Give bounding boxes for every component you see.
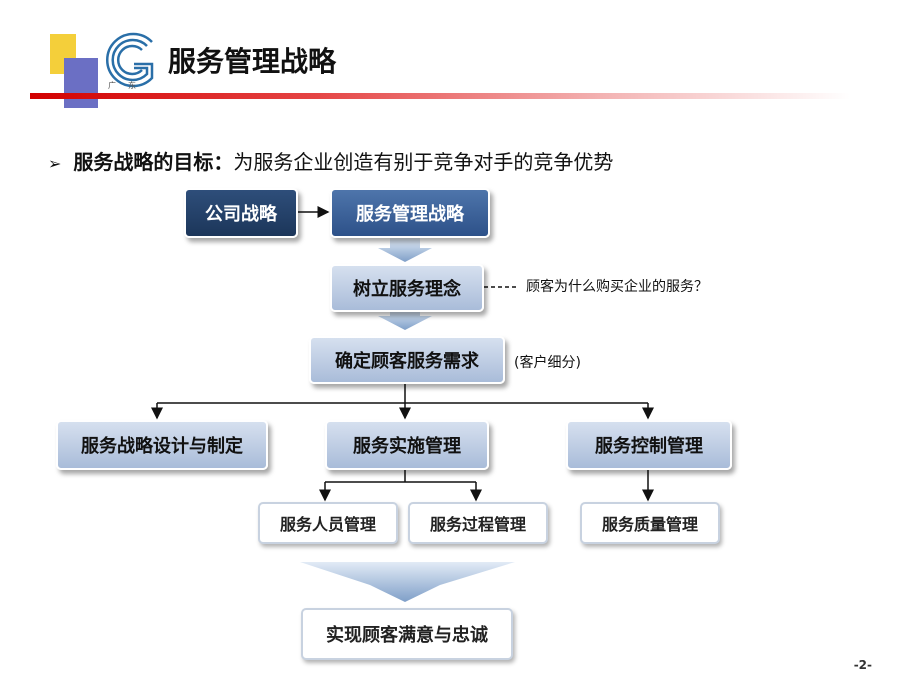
establish-concept-box: 树立服务理念	[330, 264, 484, 312]
concept-note: 顾客为什么购买企业的服务？	[526, 279, 708, 295]
bullet-text: 为服务企业创造有别于竞争对手的竞争优势	[233, 150, 614, 174]
personnel-box: 服务人员管理	[258, 502, 398, 544]
logo-subtext: 广东	[108, 81, 148, 90]
fat-arrow-result	[300, 562, 515, 602]
header-divider	[30, 93, 850, 99]
logo-blue-block	[64, 58, 98, 108]
logo-g-icon	[105, 32, 154, 88]
needs-note: (客户细分)	[514, 355, 581, 371]
determine-needs-box: 确定顾客服务需求	[309, 336, 505, 384]
process-box: 服务过程管理	[408, 502, 548, 544]
page-title: 服务管理战略	[168, 45, 337, 78]
result-box: 实现顾客满意与忠诚	[301, 608, 513, 660]
bullet-label: 服务战略的目标：	[73, 150, 234, 174]
fat-arrow-1	[378, 238, 432, 262]
service-mgmt-strategy-box: 服务管理战略	[330, 188, 490, 238]
page-number: -2-	[853, 658, 872, 672]
control-box: 服务控制管理	[566, 420, 732, 470]
fat-arrow-2	[378, 308, 432, 330]
quality-box: 服务质量管理	[580, 502, 720, 544]
strategy-design-box: 服务战略设计与制定	[56, 420, 268, 470]
company-strategy-box: 公司战略	[184, 188, 298, 238]
bullet-arrow-icon: ➢	[48, 154, 62, 173]
implementation-box: 服务实施管理	[325, 420, 489, 470]
goal-bullet: ➢ 服务战略的目标：为服务企业创造有别于竞争对手的竞争优势	[48, 146, 613, 175]
